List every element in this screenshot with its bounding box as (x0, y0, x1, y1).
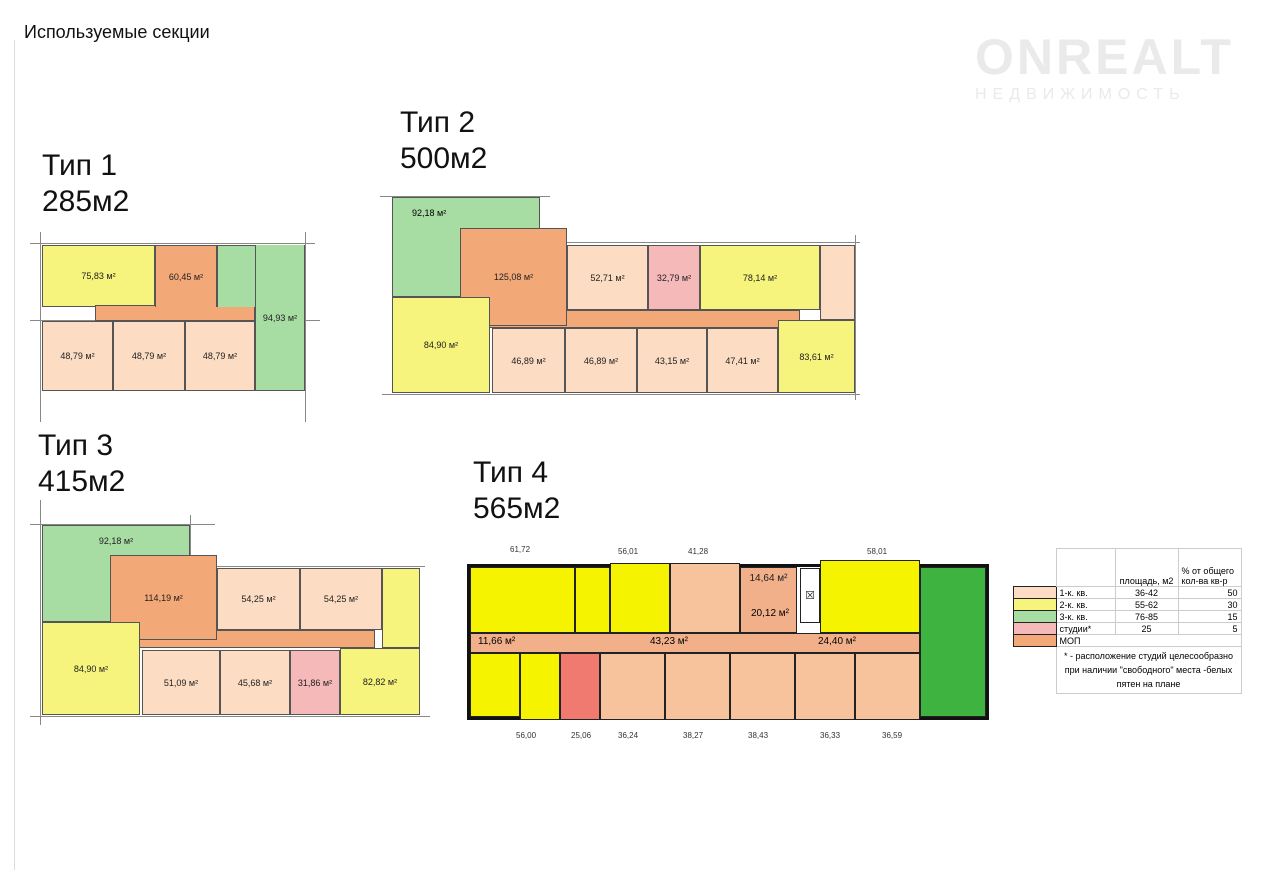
legend-row: МОП (1013, 634, 1242, 647)
header-pct: % от общего кол-ва кв-р (1177, 548, 1242, 587)
apartment (600, 653, 665, 720)
room: 84,90 м² (42, 622, 140, 715)
room: 82,82 м² (340, 648, 420, 715)
area-label: 61,72 (510, 545, 531, 554)
room: 54,25 м² (300, 568, 382, 630)
area-label: 38,43 (748, 731, 769, 740)
room: 52,71 м² (567, 245, 648, 310)
area-label: 41,28 (688, 547, 709, 556)
room: 51,09 м² (142, 650, 220, 715)
room (382, 568, 420, 648)
elevator-hall: 20,12 м² (750, 608, 789, 619)
corridor (470, 633, 920, 653)
room: 84,90 м² (392, 297, 490, 393)
room: 45,68 м² (220, 650, 290, 715)
apartment (470, 653, 520, 717)
corridor-label: 43,23 м² (650, 636, 689, 647)
room: 46,89 м² (565, 328, 637, 393)
room: 43,15 м² (637, 328, 707, 393)
room (820, 245, 855, 320)
apartment (575, 567, 610, 633)
room (42, 578, 112, 622)
apartment (920, 567, 986, 717)
room-label: 92,18 м² (412, 208, 447, 218)
room: 47,41 м² (707, 328, 778, 393)
apartment (855, 653, 920, 720)
page-title: Используемые секции (24, 22, 210, 42)
area-label: 56,00 (516, 731, 537, 740)
corridor (95, 305, 255, 321)
area-label: 25,06 (571, 731, 592, 740)
apartment (795, 653, 855, 720)
legend-table: площадь, м2% от общего кол-ва кв-р 1-к. … (1013, 548, 1242, 694)
room: 32,79 м² (648, 245, 700, 310)
stair: 14,64 м² (740, 567, 797, 633)
room: 48,79 м² (113, 321, 185, 391)
corridor-label: 24,40 м² (818, 636, 857, 647)
legend-note: * - расположение студий целесообразно пр… (1055, 646, 1242, 694)
elevator-icon: ☒ (800, 568, 820, 623)
room: 46,89 м² (492, 328, 565, 393)
room: 75,83 м² (42, 245, 155, 307)
area-label: 56,01 (618, 547, 639, 556)
room: 48,79 м² (185, 321, 255, 391)
apartment (820, 560, 920, 633)
studio (560, 653, 600, 720)
corridor-label: 11,66 м² (478, 636, 516, 647)
room: 83,61 м² (778, 320, 855, 393)
room: 54,25 м² (217, 568, 300, 630)
room: 31,86 м² (290, 650, 340, 715)
apartment (470, 567, 575, 633)
apartment (665, 653, 730, 720)
room: 78,14 м² (700, 245, 820, 310)
room: 94,93 м² (255, 245, 305, 391)
watermark-logo: ONREALT НЕДВИЖИМОСТЬ (975, 29, 1234, 103)
page-edge (14, 40, 15, 870)
area-label: 38,27 (683, 731, 704, 740)
area-label: 36,24 (618, 731, 639, 740)
room: 48,79 м² (42, 321, 113, 391)
apartment (520, 653, 560, 720)
apartment (730, 653, 795, 720)
apartment (610, 563, 670, 633)
area-label: 58,01 (867, 547, 888, 556)
room: 60,45 м² (155, 245, 217, 307)
apartment (670, 563, 740, 633)
header-area: площадь, м2 (1114, 548, 1179, 587)
area-label: 36,59 (882, 731, 903, 740)
area-label: 36,33 (820, 731, 841, 740)
